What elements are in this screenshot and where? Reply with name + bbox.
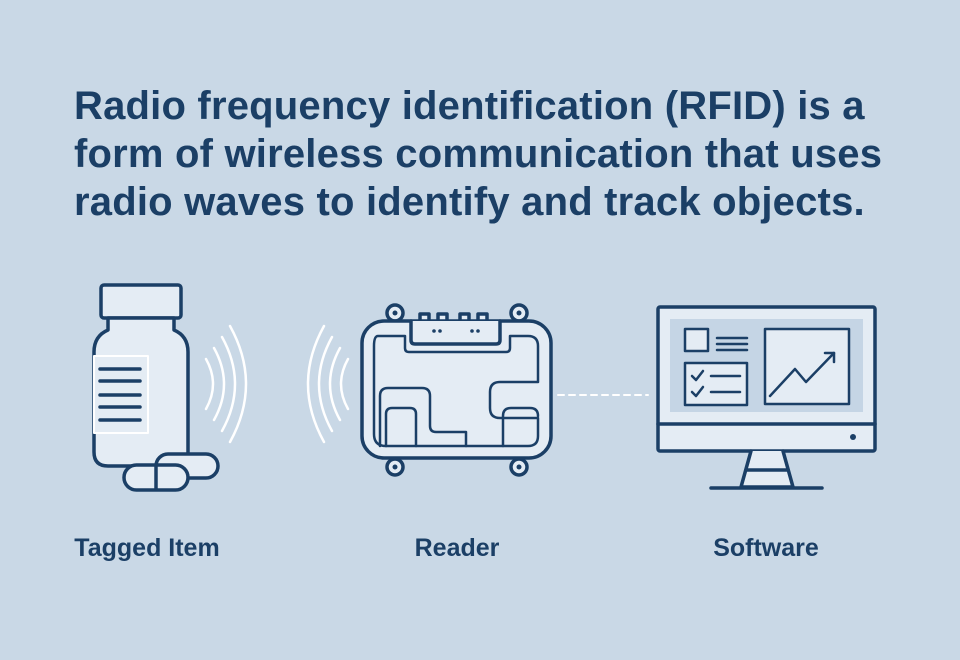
rfid-reader-icon <box>360 303 553 477</box>
checkmark-icon <box>690 369 705 382</box>
pills-icon <box>122 452 220 492</box>
headline-acronym: RFID <box>678 84 773 128</box>
trend-up-icon <box>768 351 836 398</box>
reader-label: Reader <box>414 534 500 562</box>
checkmark-icon <box>690 385 705 398</box>
headline-text-start: Radio frequency identification ( <box>74 84 679 128</box>
headline: Radio frequency identification (RFID) is… <box>74 82 894 226</box>
software-label: Software <box>713 534 819 562</box>
medicine-bottle-icon <box>92 283 190 468</box>
tagged-item-label: Tagged Item <box>74 534 220 562</box>
headline-text-end: ) is a form of wireless communication th… <box>74 84 883 224</box>
tag-radio-waves <box>204 324 248 444</box>
reader-radio-waves <box>306 324 350 444</box>
screen-content <box>683 327 851 407</box>
